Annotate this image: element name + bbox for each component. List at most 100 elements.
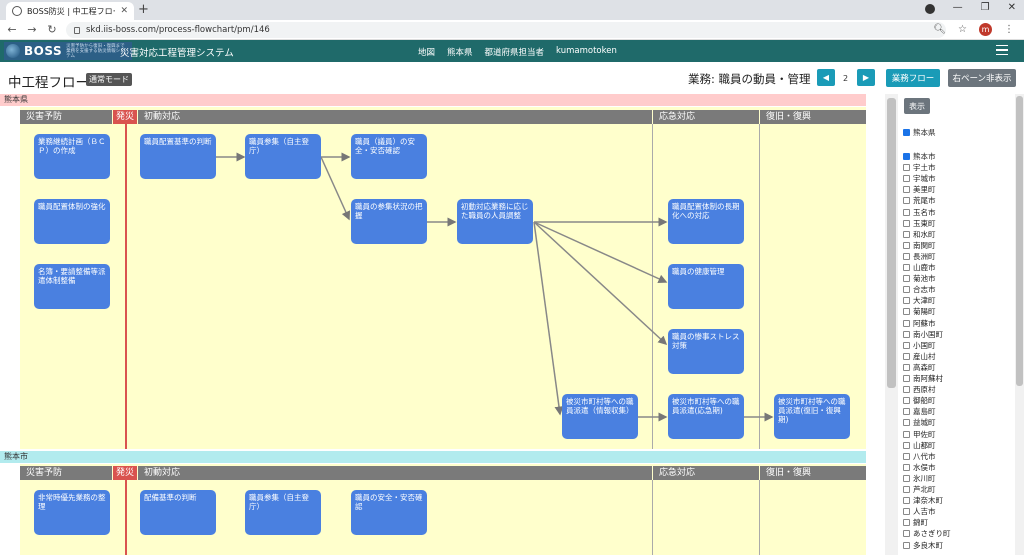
checkbox[interactable] <box>903 297 910 305</box>
municipality-checkbox-row[interactable]: 大津町 <box>903 295 936 306</box>
municipality-checkbox-row[interactable]: 美里町 <box>903 184 936 195</box>
new-tab-icon[interactable]: + <box>138 2 149 17</box>
municipality-checkbox-row[interactable]: 阿蘇市 <box>903 318 936 329</box>
record-icon[interactable] <box>924 4 935 14</box>
flow-node[interactable]: 職員（議員）の安全・安否確認 <box>351 134 427 179</box>
star-icon[interactable]: ☆ <box>958 24 967 35</box>
back-icon[interactable]: ← <box>7 23 17 36</box>
checkbox[interactable] <box>903 286 910 294</box>
municipality-checkbox-row[interactable]: 人吉市 <box>903 506 936 517</box>
municipality-checkbox-row[interactable]: 高森町 <box>903 362 936 373</box>
checkbox[interactable] <box>903 341 910 349</box>
municipality-checkbox-row[interactable]: 宇土市 <box>903 162 936 173</box>
checkbox[interactable] <box>903 430 910 438</box>
municipality-checkbox-row[interactable]: 菊池市 <box>903 273 936 284</box>
municipality-checkbox-row[interactable]: 南関町 <box>903 240 936 251</box>
municipality-checkbox-row[interactable]: 合志市 <box>903 284 936 295</box>
reload-icon[interactable]: ↻ <box>47 23 57 36</box>
minimize-icon[interactable]: — <box>952 2 963 13</box>
municipality-checkbox-row[interactable]: 嘉島町 <box>903 406 936 417</box>
flow-node[interactable]: 非常時優先業務の整理 <box>34 490 110 535</box>
municipality-checkbox-row[interactable]: 水俣市 <box>903 462 936 473</box>
checkbox[interactable] <box>903 508 910 516</box>
map-link[interactable]: 地図 <box>418 48 436 58</box>
municipality-checkbox-row[interactable]: 多良木町 <box>903 540 943 551</box>
municipality-checkbox-row[interactable]: 玉名市 <box>903 207 936 218</box>
checkbox[interactable] <box>903 530 910 538</box>
flow-node[interactable]: 名簿・要請整備等派遣体制整備 <box>34 264 110 309</box>
checkbox[interactable] <box>903 452 910 460</box>
checkbox[interactable] <box>903 486 910 493</box>
checkbox[interactable] <box>903 186 910 194</box>
flow-node[interactable]: 職員の安全・安否確認 <box>351 490 427 535</box>
municipality-checkbox-row[interactable]: 玉東町 <box>903 218 936 229</box>
flow-node[interactable]: 職員配置体制の強化 <box>34 199 110 244</box>
municipality-checkbox-row[interactable]: 氷川町 <box>903 473 936 484</box>
flow-node[interactable]: 被災市町村等への職員派遣(応急期) <box>668 394 744 439</box>
checkbox[interactable] <box>903 319 910 327</box>
checkbox[interactable] <box>903 497 910 505</box>
kebab-menu-icon[interactable]: ⋮ <box>1004 24 1014 35</box>
checkbox[interactable] <box>903 129 910 136</box>
checkbox[interactable] <box>903 308 910 316</box>
municipality-checkbox-row[interactable]: 益城町 <box>903 417 936 428</box>
flow-node[interactable]: 職員の惨事ストレス対策 <box>668 329 744 374</box>
next-page-button[interactable]: ▶ <box>857 69 875 86</box>
flow-node[interactable]: 職員の参集状況の把握 <box>351 199 427 244</box>
checkbox[interactable] <box>903 153 910 160</box>
checkbox[interactable] <box>903 230 910 238</box>
municipality-checkbox-row[interactable]: 錦町 <box>903 517 928 528</box>
checkbox[interactable] <box>903 252 910 260</box>
municipality-checkbox-row[interactable]: 西原村 <box>903 384 936 395</box>
hamburger-menu-icon[interactable] <box>996 45 1008 55</box>
zoom-icon[interactable]: 🔍︎ <box>933 24 947 35</box>
checkbox[interactable] <box>903 441 910 449</box>
flow-node[interactable]: 職員配置基準の判断 <box>140 134 216 179</box>
app-logo[interactable]: BOSS 災害予防から復旧・復興まで 業務を支援する防災情報システム <box>4 42 132 60</box>
flow-node[interactable]: 職員の健康管理 <box>668 264 744 309</box>
checkbox[interactable] <box>903 397 910 405</box>
municipality-checkbox-row[interactable]: 荒尾市 <box>903 195 936 206</box>
close-icon[interactable]: ✕ <box>120 6 128 16</box>
municipality-checkbox-row[interactable]: 津奈木町 <box>903 495 943 506</box>
checkbox[interactable] <box>903 175 910 183</box>
checkbox[interactable] <box>903 463 910 471</box>
avatar[interactable]: m <box>979 23 992 36</box>
checkbox[interactable] <box>903 386 910 394</box>
checkbox[interactable] <box>903 352 910 360</box>
municipality-checkbox-row[interactable]: 山鹿市 <box>903 262 936 273</box>
municipality-checkbox-row[interactable]: 南小国町 <box>903 329 943 340</box>
checkbox[interactable] <box>903 375 910 382</box>
municipality-checkbox-row[interactable]: 山都町 <box>903 440 936 451</box>
window-close-icon[interactable]: ✕ <box>1007 2 1016 13</box>
municipality-checkbox-row[interactable]: 御船町 <box>903 395 936 406</box>
business-flow-button[interactable]: 業務フロー <box>886 69 940 87</box>
flowchart-scrollbar[interactable] <box>885 94 898 555</box>
municipality-checkbox-row[interactable]: 長洲町 <box>903 251 936 262</box>
checkbox[interactable] <box>903 474 910 482</box>
municipality-checkbox-row[interactable]: 芦北町 <box>903 484 936 495</box>
browser-tab[interactable]: BOSS防災 | 中工程フロー ✕ <box>6 2 134 20</box>
municipality-checkbox-row[interactable]: 和水町 <box>903 229 936 240</box>
pref-checkbox-row[interactable]: 熊本県 <box>903 127 936 138</box>
municipality-checkbox-row[interactable]: 南阿蘇村 <box>903 373 943 384</box>
flow-node[interactable]: 初動対応業務に応じた職員の人員調整 <box>457 199 533 244</box>
flow-node[interactable]: 職員配置体制の長期化への対応 <box>668 199 744 244</box>
municipality-checkbox-row[interactable]: 熊本市 <box>903 151 936 162</box>
checkbox[interactable] <box>903 519 910 527</box>
url-input[interactable]: skd.iis-boss.com/process-flowchart/pm/14… <box>66 22 946 38</box>
checkbox[interactable] <box>903 408 910 416</box>
checkbox[interactable] <box>903 164 910 172</box>
municipality-checkbox-row[interactable]: 甲佐町 <box>903 429 936 440</box>
municipality-checkbox-row[interactable]: 菊陽町 <box>903 306 936 317</box>
checkbox[interactable] <box>903 363 910 371</box>
flow-node[interactable]: 職員参集（自主登庁） <box>245 490 321 535</box>
checkbox[interactable] <box>903 275 910 283</box>
maximize-icon[interactable]: ❐ <box>980 2 990 13</box>
checkbox[interactable] <box>903 197 910 205</box>
forward-icon[interactable]: → <box>27 23 37 36</box>
flow-node[interactable]: 職員参集（自主登庁） <box>245 134 321 179</box>
checkbox[interactable] <box>903 241 910 249</box>
prev-page-button[interactable]: ◀ <box>817 69 835 86</box>
checkbox[interactable] <box>903 419 910 427</box>
